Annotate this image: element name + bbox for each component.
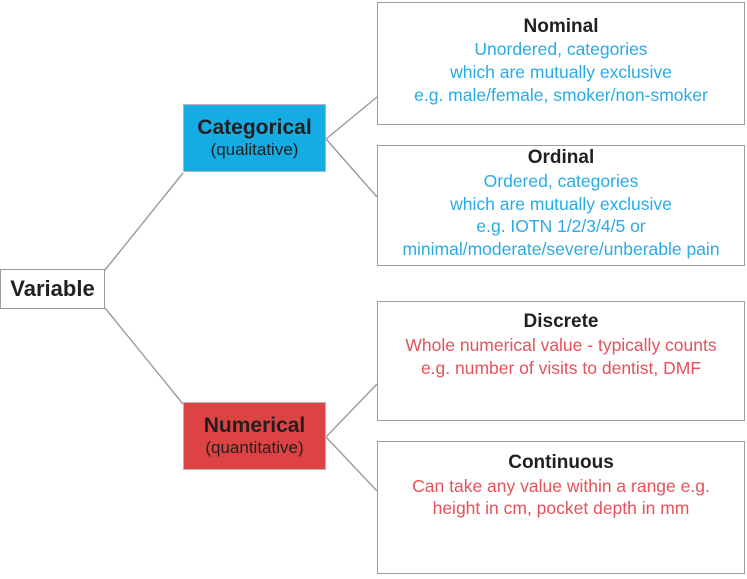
node-discrete-title: Discrete	[523, 311, 599, 333]
connector-numerical-to-discrete	[325, 383, 378, 438]
node-numerical-title: Numerical	[203, 413, 306, 437]
connector-variable-to-categorical	[104, 172, 184, 271]
connector-numerical-to-continuous	[325, 436, 378, 492]
node-nominal-description: Unordered, categories which are mutually…	[414, 39, 708, 105]
node-numerical: Numerical (quantitative)	[183, 402, 326, 470]
node-nominal-title: Nominal	[523, 15, 599, 37]
node-ordinal-description: Ordered, categories which are mutually e…	[402, 170, 720, 260]
node-nominal: Nominal Unordered, categories which are …	[377, 2, 745, 125]
node-continuous-title: Continuous	[508, 451, 614, 473]
node-ordinal: Ordinal Ordered, categories which are mu…	[377, 145, 745, 266]
connector-categorical-to-ordinal	[325, 138, 378, 198]
node-variable: Variable	[0, 269, 105, 309]
node-continuous-description: Can take any value within a range e.g. h…	[412, 475, 710, 519]
node-discrete: Discrete Whole numerical value - typical…	[377, 301, 745, 421]
node-categorical: Categorical (qualitative)	[183, 104, 326, 172]
node-numerical-subtitle: (quantitative)	[205, 437, 304, 457]
connector-categorical-to-nominal	[325, 96, 378, 140]
node-categorical-title: Categorical	[197, 115, 312, 139]
node-discrete-description: Whole numerical value - typically counts…	[405, 335, 717, 378]
node-categorical-subtitle: (qualitative)	[210, 139, 299, 159]
node-variable-label: Variable	[10, 276, 95, 301]
node-continuous: Continuous Can take any value within a r…	[377, 441, 745, 574]
connector-variable-to-numerical	[104, 307, 184, 405]
node-ordinal-title: Ordinal	[527, 147, 595, 169]
